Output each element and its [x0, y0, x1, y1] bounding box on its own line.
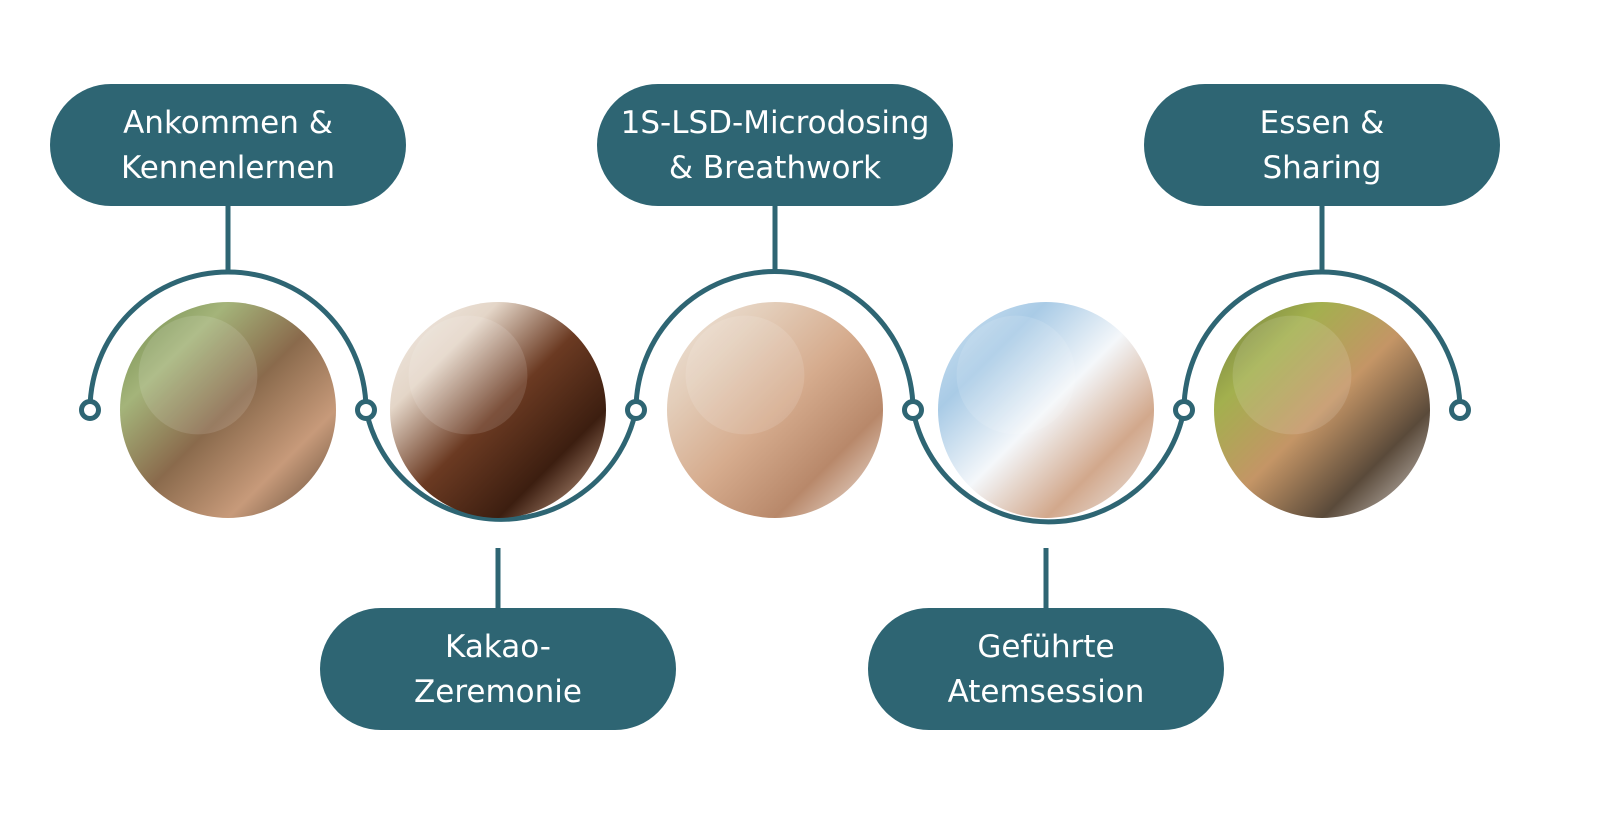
timeline-node-dot: [355, 399, 377, 421]
step-label-line2: & Breathwork: [669, 150, 881, 186]
step-label-pill: 1S-LSD-Microdosing & Breathwork: [597, 84, 953, 206]
woman-meditating-sky-photo: [938, 302, 1154, 518]
timeline-node-dot: [1173, 399, 1195, 421]
step-label-line1: Geführte: [977, 629, 1114, 665]
timeline-node-dot: [902, 399, 924, 421]
step-pill-background: [320, 608, 676, 730]
step-label-line2: Atemsession: [948, 674, 1145, 710]
step-label-pill: Essen & Sharing: [1144, 84, 1500, 206]
step-pill-background: [50, 84, 406, 206]
step-pill-background: [868, 608, 1224, 730]
hand-holding-cacao-cup-photo: [390, 302, 606, 518]
step-label-pill: Kakao- Zeremonie: [320, 608, 676, 730]
timeline-node-dot: [79, 399, 101, 421]
step-pill-background: [1144, 84, 1500, 206]
meditation-hands-photo: [667, 302, 883, 518]
timeline-node-dot: [625, 399, 647, 421]
timeline-node-dot: [1449, 399, 1471, 421]
people-hugging-photo: [1214, 302, 1430, 518]
step-label-pill: Ankommen & Kennenlernen: [50, 84, 406, 206]
photo-layer: [120, 302, 1430, 518]
step-pill-background: [597, 84, 953, 206]
step-label-line2: Kennenlernen: [121, 150, 335, 186]
group-sitting-outdoors-photo: [120, 302, 336, 518]
step-label-line1: Essen &: [1260, 105, 1385, 141]
step-label-line1: 1S-LSD-Microdosing: [621, 105, 930, 141]
step-label-line1: Kakao-: [445, 629, 551, 665]
connector-layer: [79, 206, 1471, 608]
step-label-line2: Zeremonie: [414, 674, 582, 710]
step-label-line1: Ankommen &: [123, 105, 333, 141]
step-label-line2: Sharing: [1262, 150, 1381, 186]
